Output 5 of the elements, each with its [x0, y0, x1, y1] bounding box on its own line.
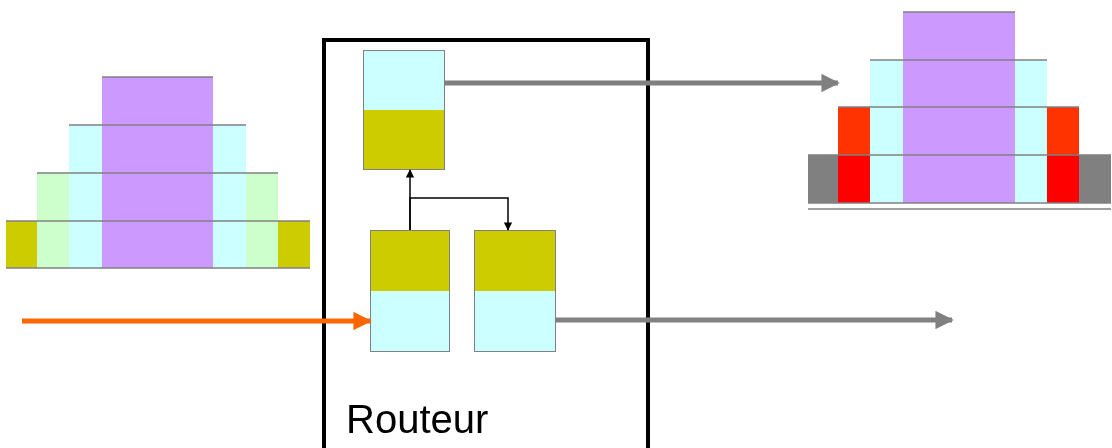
router-label: Routeur: [346, 396, 489, 442]
packet-box: [370, 230, 450, 352]
packet-box: [363, 50, 445, 170]
packet-box: [474, 230, 556, 352]
router-box: [322, 38, 650, 448]
